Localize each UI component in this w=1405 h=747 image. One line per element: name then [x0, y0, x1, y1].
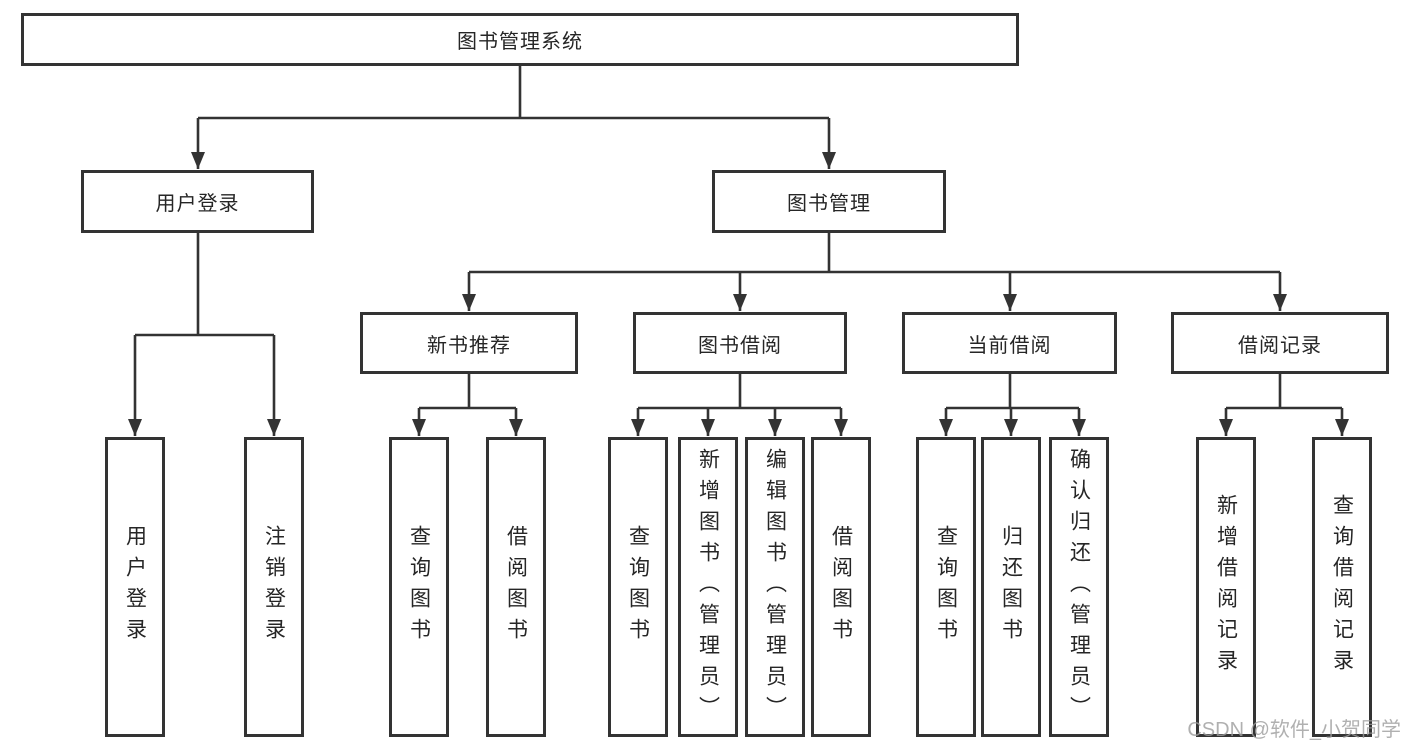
node-borrowing-records: 借阅记录	[1171, 312, 1389, 374]
node-user-login: 用户登录	[81, 170, 314, 233]
leaf-label: 编辑图书（管理员）	[763, 447, 787, 727]
leaf-label: 新增图书（管理员）	[696, 447, 720, 727]
node-system-root: 图书管理系统	[21, 13, 1019, 66]
leaf-label: 查询图书	[934, 525, 958, 649]
connector-records-to-leaves	[1219, 374, 1349, 436]
connector-mgmt-to-level3	[462, 233, 1287, 311]
leaf-label: 查询图书	[407, 525, 431, 649]
leaf-label: 借阅图书	[829, 525, 853, 649]
connector-root-to-level2	[191, 66, 836, 169]
leaf-query-book-current: 查询图书	[916, 437, 976, 737]
leaf-label: 确认归还（管理员）	[1067, 447, 1091, 727]
leaf-label: 查询图书	[626, 525, 650, 649]
leaf-borrow-book: 借阅图书	[811, 437, 871, 737]
leaf-query-book-borrow: 查询图书	[608, 437, 668, 737]
leaf-query-book-newrec: 查询图书	[389, 437, 449, 737]
leaf-label: 查询借阅记录	[1330, 494, 1354, 680]
leaf-label: 归还图书	[999, 525, 1023, 649]
csdn-watermark: CSDN @软件_小贺同学	[1187, 719, 1401, 741]
leaf-logout: 注销登录	[244, 437, 304, 737]
connector-borrow-to-leaves	[631, 374, 848, 436]
node-book-borrowing: 图书借阅	[633, 312, 847, 374]
node-book-management: 图书管理	[712, 170, 946, 233]
leaf-label: 借阅图书	[504, 525, 528, 649]
leaf-label: 新增借阅记录	[1214, 494, 1238, 680]
leaf-edit-book-admin: 编辑图书（管理员）	[745, 437, 805, 737]
leaf-label: 用户登录	[123, 525, 147, 649]
leaf-borrow-book-newrec: 借阅图书	[486, 437, 546, 737]
leaf-add-borrow-record: 新增借阅记录	[1196, 437, 1256, 737]
node-new-book-recommend: 新书推荐	[360, 312, 578, 374]
leaf-add-book-admin: 新增图书（管理员）	[678, 437, 738, 737]
leaf-query-borrow-record: 查询借阅记录	[1312, 437, 1372, 737]
leaf-label: 注销登录	[262, 525, 286, 649]
connector-current-to-leaves	[939, 374, 1086, 436]
connector-newrec-to-leaves	[412, 374, 523, 436]
connector-login-to-leaves	[128, 233, 281, 436]
leaf-user-login: 用户登录	[105, 437, 165, 737]
leaf-confirm-return-admin: 确认归还（管理员）	[1049, 437, 1109, 737]
node-current-borrowing: 当前借阅	[902, 312, 1117, 374]
leaf-return-book: 归还图书	[981, 437, 1041, 737]
